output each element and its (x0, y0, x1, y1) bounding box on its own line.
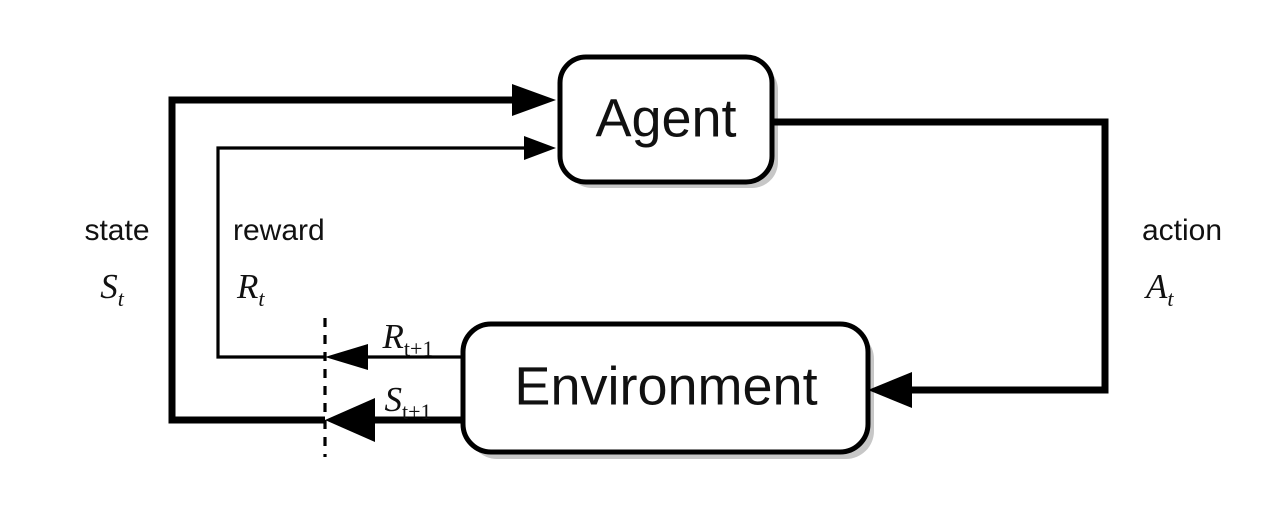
reward-emission-path (325, 344, 463, 370)
state-symbol-subscript: t (118, 286, 125, 311)
reward-feedback-path (216, 136, 556, 359)
action-word-label: action (1142, 214, 1222, 247)
action-symbol-subscript: t (1167, 286, 1174, 311)
reward-next-subscript: t+1 (404, 336, 434, 361)
reward-next-base: R (382, 317, 404, 356)
action-symbol-label: At (1144, 267, 1174, 311)
reward-word-label: reward (233, 214, 325, 247)
state-arrowhead-into-agent (512, 84, 556, 116)
state-feedback-path (168, 84, 556, 424)
state-next-base: S (384, 380, 402, 419)
state-next-subscript: t+1 (402, 399, 432, 424)
agent-node[interactable]: Agent (557, 54, 775, 185)
state-symbol-base: S (100, 267, 118, 306)
agent-label: Agent (595, 88, 736, 148)
reward-symbol-subscript: t (258, 286, 265, 311)
state-emission-path (325, 398, 463, 442)
reward-symbol-label: Rt (236, 267, 265, 311)
environment-box[interactable] (460, 321, 871, 455)
agent-box[interactable] (557, 54, 775, 185)
reward-label-group: reward Rt (233, 214, 325, 311)
reward-next-symbol-label: Rt+1 (382, 317, 434, 361)
reward-path-line (216, 146, 524, 359)
state-word-label: state (84, 214, 149, 247)
reward-arrowhead-into-agent (524, 136, 556, 160)
state-next-symbol-label: St+1 (384, 380, 431, 424)
environment-label: Environment (514, 356, 817, 416)
action-arrowhead-into-environment (868, 372, 912, 408)
state-symbol-label: St (100, 267, 125, 311)
state-path-line (168, 96, 512, 424)
action-path (772, 118, 1109, 408)
state-label-group: state St (84, 214, 149, 311)
action-label-group: action At (1142, 214, 1222, 311)
state-emission-arrowhead (325, 398, 375, 442)
action-path-line (772, 118, 1109, 394)
action-symbol-base: A (1144, 267, 1168, 306)
reward-emission-arrowhead (325, 344, 368, 370)
environment-node[interactable]: Environment (460, 321, 871, 455)
reward-symbol-base: R (236, 267, 258, 306)
